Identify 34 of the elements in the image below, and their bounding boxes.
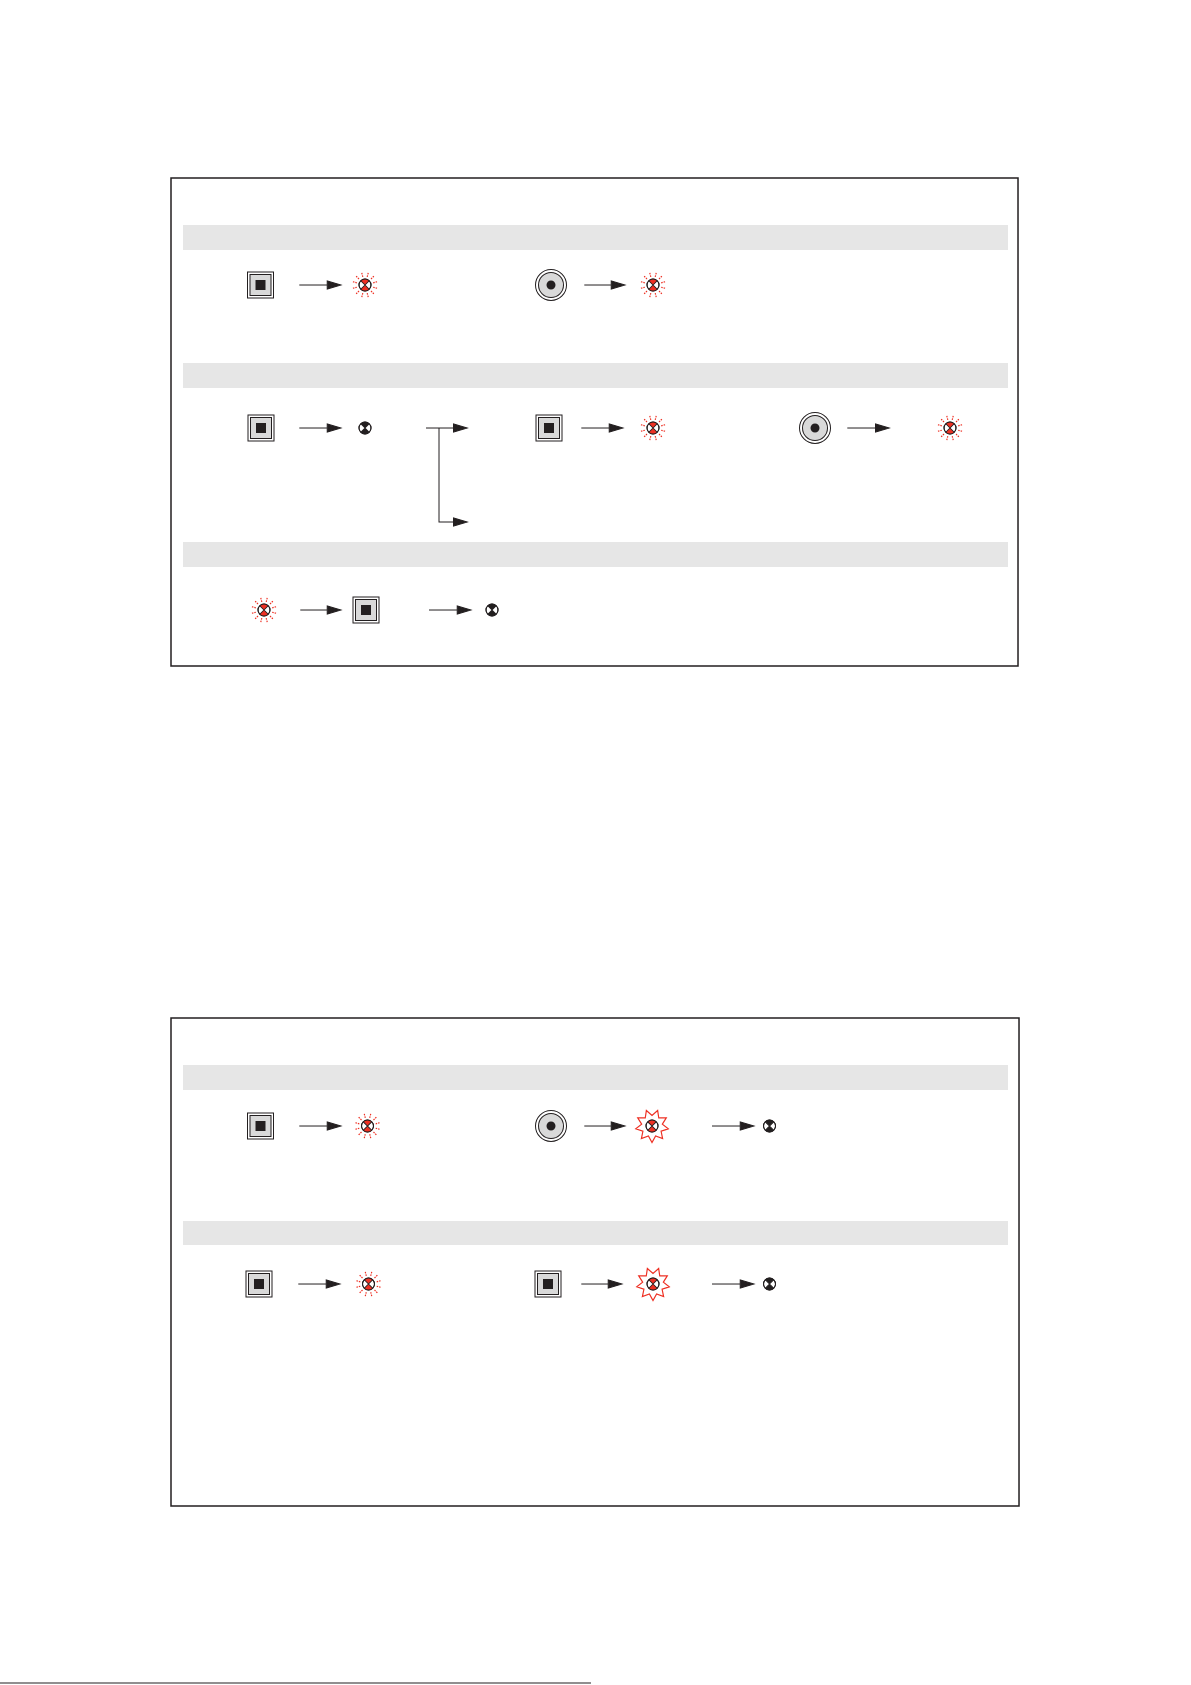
square-button-icon bbox=[247, 271, 274, 299]
square-button-icon bbox=[245, 1270, 273, 1298]
square-button-icon bbox=[352, 596, 380, 624]
blinking-lamp-icon bbox=[362, 1277, 375, 1291]
lamp-icon bbox=[763, 1277, 776, 1291]
blinking-lamp-icon bbox=[361, 1119, 374, 1133]
arrow bbox=[711, 1279, 755, 1289]
lamp-icon bbox=[358, 421, 372, 435]
arrow bbox=[846, 423, 890, 433]
arrow bbox=[583, 280, 626, 290]
round-button-icon bbox=[535, 1110, 567, 1142]
blinking-lamp-icon bbox=[646, 278, 660, 292]
arrow bbox=[298, 280, 342, 290]
arrow bbox=[580, 423, 624, 433]
arrow bbox=[580, 1279, 623, 1289]
arrow bbox=[298, 1121, 342, 1131]
round-button-icon bbox=[535, 269, 567, 301]
arrow bbox=[428, 605, 472, 615]
square-button-icon bbox=[534, 1270, 562, 1298]
square-button-icon bbox=[247, 414, 275, 442]
blinking-lamp-icon bbox=[943, 421, 957, 435]
arrow bbox=[583, 1121, 626, 1131]
arrow bbox=[297, 1279, 341, 1289]
square-button-icon bbox=[535, 414, 563, 442]
lamp-icon bbox=[485, 603, 499, 617]
arrow bbox=[299, 605, 342, 615]
lamp-icon bbox=[763, 1119, 776, 1133]
arrow bbox=[298, 423, 342, 433]
square-button-icon bbox=[247, 1112, 274, 1140]
blinking-lamp-icon bbox=[257, 603, 271, 617]
round-button-icon bbox=[799, 412, 831, 444]
blinking-lamp-icon bbox=[358, 278, 372, 292]
arrow bbox=[711, 1121, 755, 1131]
blinking-lamp-icon bbox=[646, 421, 660, 435]
